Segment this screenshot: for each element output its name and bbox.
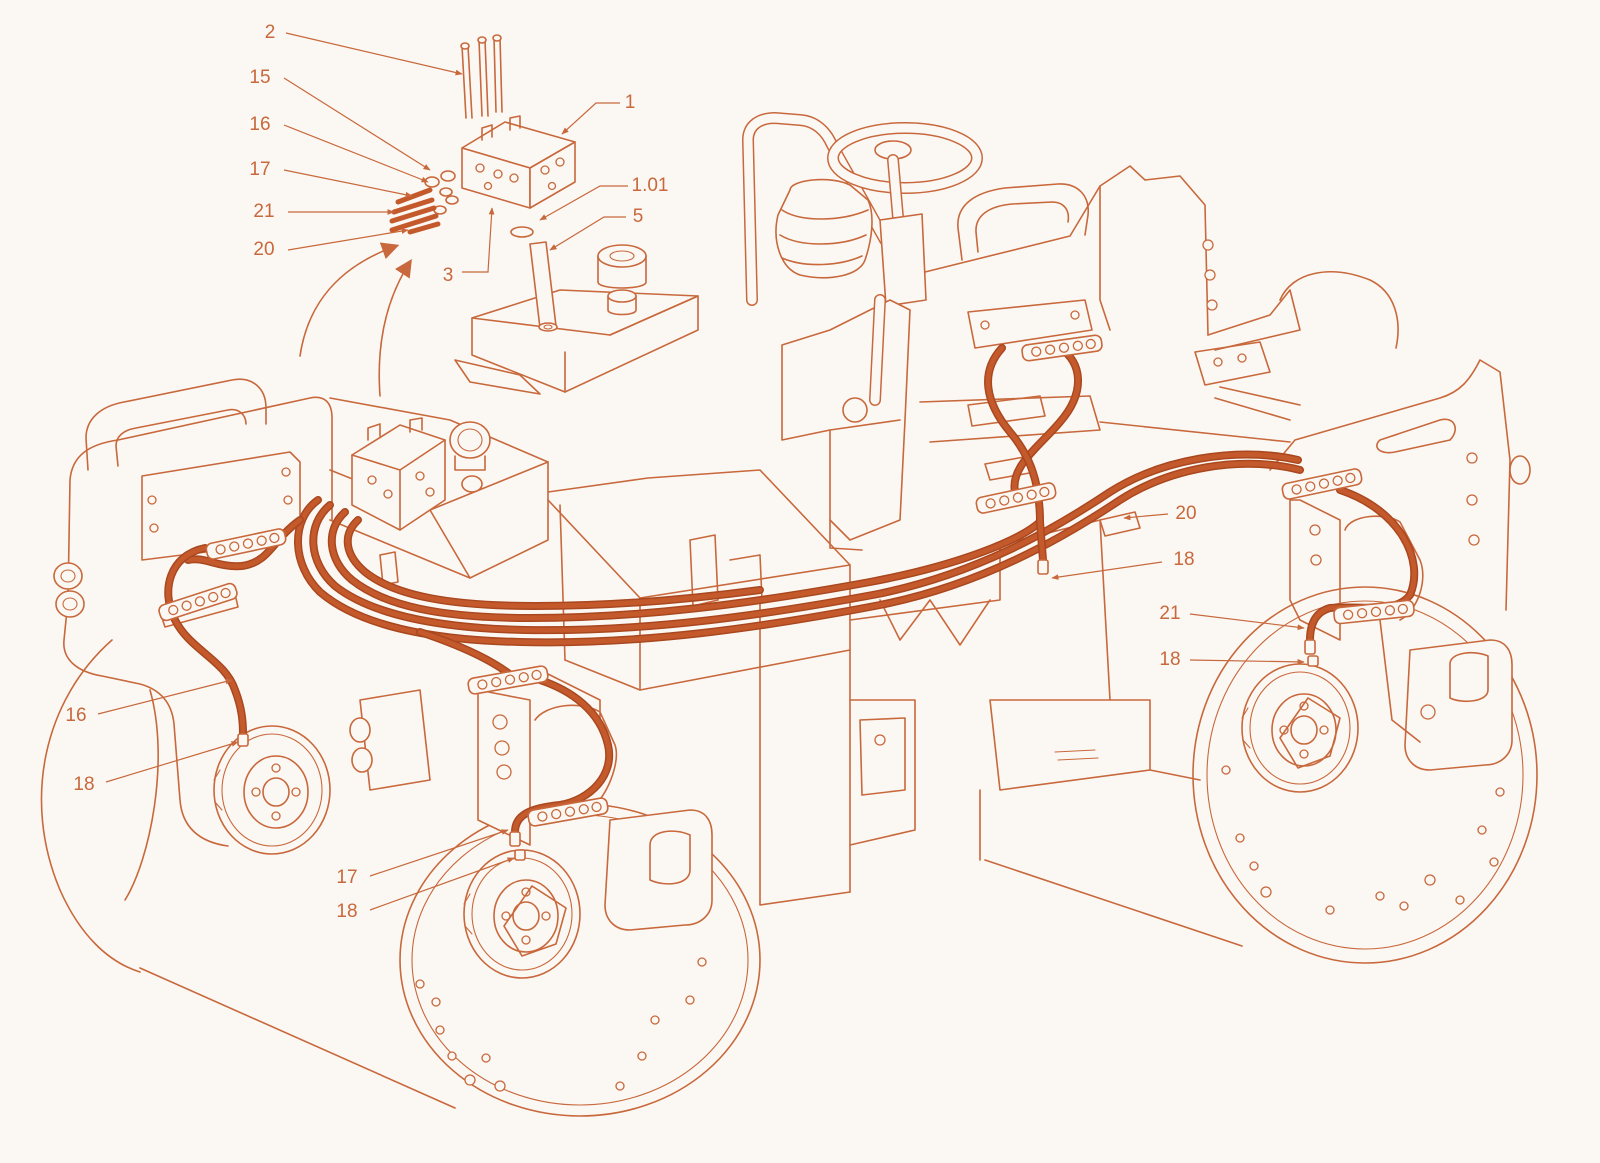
rear-drum-motor: [1241, 663, 1359, 793]
callout-label: 18: [1159, 649, 1180, 670]
exploded-valve-assembly: [389, 34, 576, 332]
front-yoke-left: [53, 378, 333, 901]
callout-18-rear: 18: [1159, 649, 1305, 670]
callouts-left-side: 16 18: [65, 678, 239, 795]
pressure-gauge: [449, 421, 491, 471]
rear-upper-frame: [919, 165, 1301, 537]
main-hose-bundle: [294, 450, 1304, 647]
drum-face-holes: [1221, 765, 1505, 915]
rear-yoke-right: [1269, 359, 1531, 771]
callout-16-left: 16: [65, 678, 233, 726]
control-rods: [460, 34, 503, 119]
callout-label: 5: [633, 206, 644, 227]
callout-18-rear-middle: 18: [1051, 549, 1195, 580]
left-side-motor: [213, 725, 331, 855]
callout-label: 18: [1173, 549, 1194, 570]
front-drum-motor: [463, 849, 581, 979]
callout-label: 18: [73, 774, 94, 795]
fittings: [424, 170, 459, 215]
callout-label: 3: [443, 265, 454, 286]
callout-20: 20: [253, 228, 409, 260]
drum-face-holes: [415, 957, 707, 1092]
bumpers: [53, 562, 85, 618]
front-yoke-bottom: [349, 669, 713, 931]
callout-label: 1: [625, 92, 636, 113]
callout-17: 17: [249, 159, 413, 198]
callout-1: 1: [561, 92, 636, 135]
valve-block-installed: [351, 417, 491, 531]
callout-21: 21: [253, 201, 395, 222]
callout-3: 3: [443, 207, 495, 286]
callout-label: 15: [249, 67, 270, 88]
callout-label: 1.01: [632, 175, 669, 196]
callout-15: 15: [249, 67, 431, 171]
callout-18-left: 18: [73, 741, 239, 795]
valve-block: [461, 115, 576, 209]
callout-label: 20: [253, 239, 274, 260]
control-console: [781, 294, 911, 551]
callouts-exploded-valve: 2 15 16 17 21 20 1 1.01: [249, 22, 668, 286]
hydraulic-tank: [454, 244, 699, 395]
callout-1.01: 1.01: [539, 175, 669, 221]
callout-label: 16: [249, 114, 270, 135]
seat: [775, 178, 873, 279]
callouts-front-drum: 17 18: [336, 829, 515, 922]
callout-label: 20: [1175, 503, 1196, 524]
callout-label: 18: [336, 901, 357, 922]
callout-label: 21: [253, 201, 274, 222]
callout-18-front: 18: [336, 857, 515, 922]
motor-fittings: [237, 559, 1319, 861]
callout-16: 16: [249, 114, 429, 183]
operator-station: [742, 112, 983, 551]
callout-17-front: 17: [336, 829, 509, 888]
callout-5: 5: [549, 206, 644, 251]
callout-21-rear: 21: [1159, 603, 1305, 631]
filler-cap: [597, 244, 647, 316]
assembly-arrows: [299, 242, 412, 397]
pipe-fitting: [510, 226, 558, 332]
callout-label: 17: [336, 867, 357, 888]
hose-ends: [389, 187, 441, 235]
seat-frame: [742, 112, 891, 306]
callout-label: 17: [249, 159, 270, 180]
callouts-rear-drum: 20 18 21 18: [1051, 503, 1305, 670]
callout-20-rear: 20: [1123, 503, 1197, 524]
callout-label: 2: [265, 22, 276, 43]
callout-label: 21: [1159, 603, 1180, 624]
callout-2: 2: [265, 22, 463, 76]
callout-label: 16: [65, 705, 86, 726]
